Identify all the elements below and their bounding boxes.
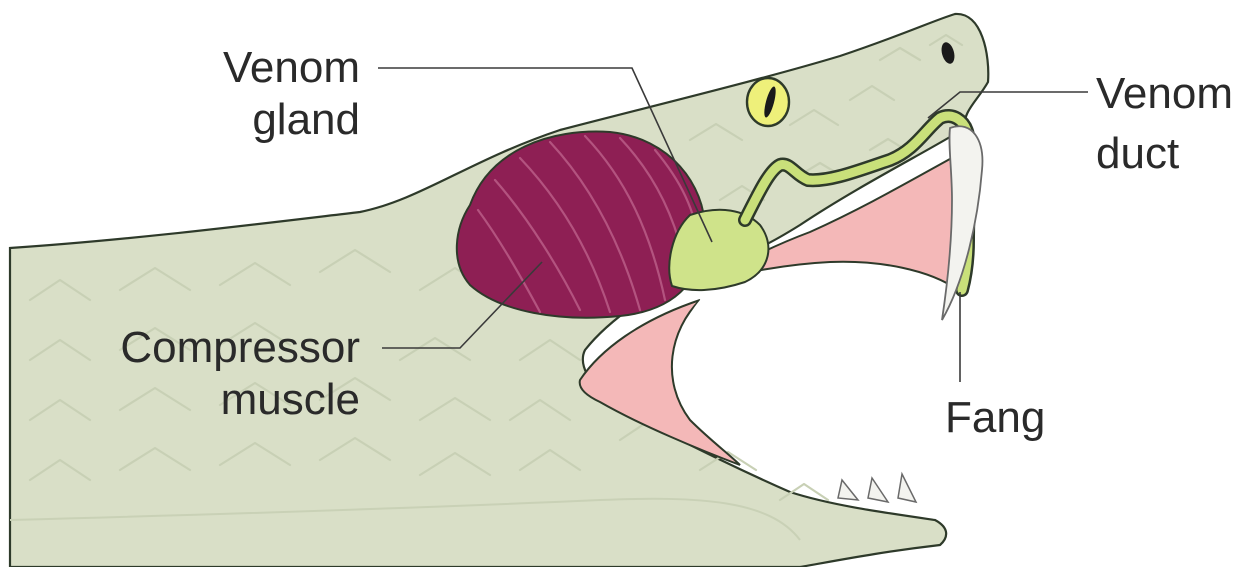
label-fang: Fang bbox=[945, 393, 1045, 442]
label-venom-duct-line1: Venom bbox=[1096, 69, 1233, 118]
label-compressor-muscle-line2: muscle bbox=[221, 375, 360, 424]
venom-gland-shape bbox=[669, 210, 768, 290]
eye-icon bbox=[747, 78, 789, 126]
label-venom-gland-line2: gland bbox=[252, 95, 360, 144]
label-venom-gland-line1: Venom bbox=[223, 43, 360, 92]
label-compressor-muscle-line1: Compressor bbox=[120, 323, 360, 372]
label-venom-duct-line2: duct bbox=[1096, 129, 1179, 178]
